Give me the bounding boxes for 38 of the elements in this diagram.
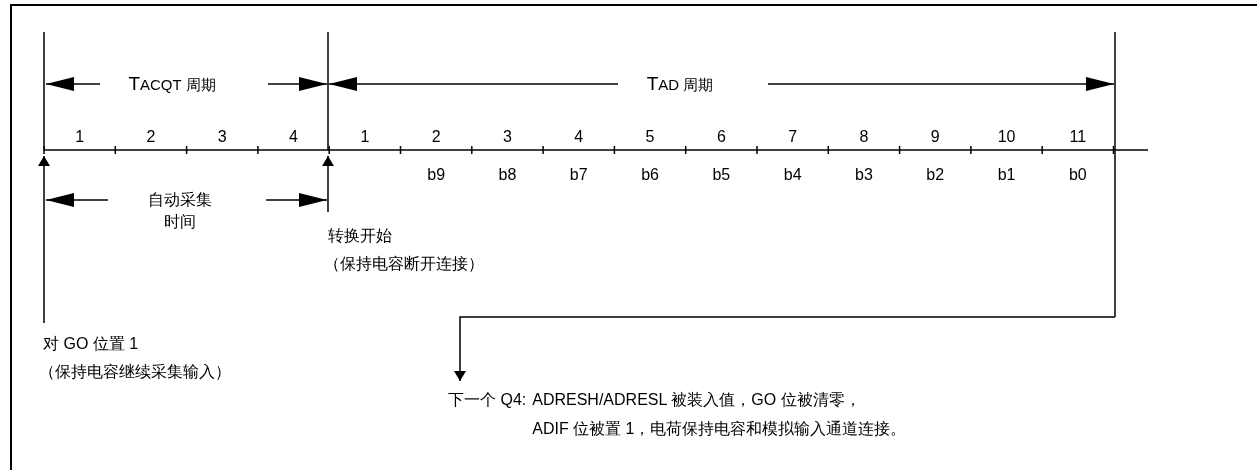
annotation-text: （保持电容继续采集输入） [39, 362, 231, 382]
cycle-number: 11 [1069, 127, 1087, 147]
period-label: TAD 周期 [646, 71, 714, 96]
cycle-number: 6 [716, 127, 726, 147]
annotation-text: （保持电容断开连接） [324, 254, 484, 274]
cycle-number: 3 [217, 127, 227, 147]
arrow [322, 155, 334, 213]
bit-label: b7 [569, 165, 588, 185]
cycle-number: 10 [997, 127, 1016, 147]
bit-label: b2 [926, 165, 945, 185]
cycle-number: 2 [431, 127, 441, 147]
cycle-number: 1 [75, 127, 85, 147]
cycle-number: 5 [645, 127, 655, 147]
bit-label: b1 [997, 165, 1016, 185]
cycle-number: 2 [146, 127, 156, 147]
period-label: TACQT 周期 [128, 71, 216, 96]
cycle-number: 4 [574, 127, 584, 147]
note-text: ADIF 位被置 1，电荷保持电容和模拟输入通道连接。 [532, 419, 907, 439]
cycle-number: 7 [788, 127, 798, 147]
annotation-text: 对 GO 位置 1 [43, 334, 140, 354]
bit-label: b9 [427, 165, 446, 185]
bit-label: b3 [855, 165, 873, 185]
cycle-number: 4 [289, 127, 298, 147]
arrow [38, 155, 50, 324]
cycle-number: 1 [360, 127, 370, 147]
cycle-number: 3 [503, 127, 512, 147]
bit-label: b5 [712, 165, 731, 185]
bit-label: b6 [641, 165, 659, 185]
cycle-number: 8 [859, 127, 869, 147]
bit-label: b8 [498, 165, 517, 185]
arrow [454, 316, 1116, 382]
note-heading: 下一个 Q4: [448, 390, 527, 410]
annotation-text: 转换开始 [328, 226, 393, 246]
bit-label: b4 [783, 165, 802, 185]
interval-label: 自动采集时间 [147, 190, 213, 232]
note-text: ADRESH/ADRESL 被装入值，GO 位被清零， [532, 390, 862, 410]
cycle-number: 9 [930, 127, 940, 147]
bit-label: b0 [1068, 165, 1087, 185]
